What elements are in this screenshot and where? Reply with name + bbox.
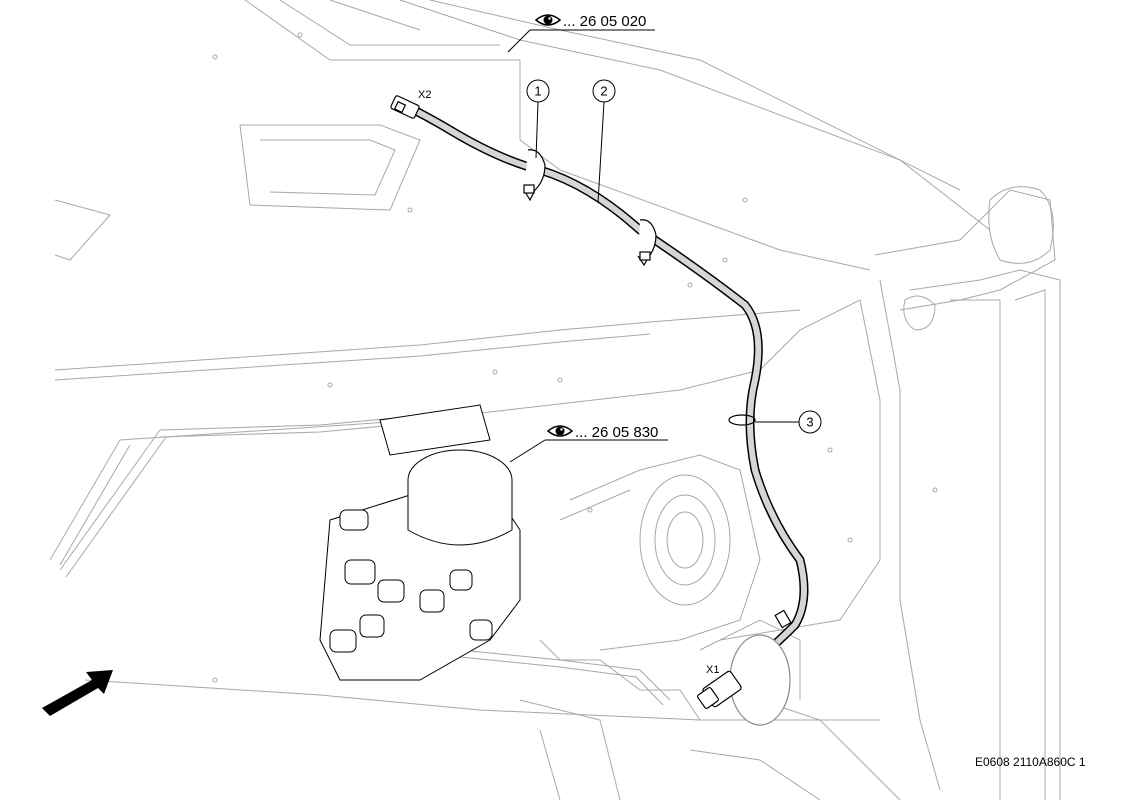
clamp-2 — [637, 219, 657, 267]
reference-middle: ... 26 05 830 — [509, 424, 668, 463]
connector-x2 — [390, 95, 420, 119]
callout-2-number: 2 — [600, 84, 607, 99]
cable-tie-lower — [774, 609, 792, 629]
callout-3-number: 3 — [806, 415, 813, 430]
callout-1-number: 1 — [534, 84, 541, 99]
callout-2: 2 — [592, 79, 616, 204]
cable-harness — [405, 103, 809, 695]
direction-arrow — [42, 670, 113, 716]
eye-icon — [546, 425, 574, 437]
reference-top: ... 26 05 020 — [507, 13, 655, 53]
reference-middle-text: ... 26 05 830 — [575, 424, 658, 441]
clamp-1 — [523, 149, 546, 202]
connector-x1-label: X1 — [706, 664, 719, 676]
reference-top-text: ... 26 05 020 — [563, 13, 646, 30]
eye-icon — [534, 14, 562, 26]
connector-x2-label: X2 — [418, 89, 431, 101]
hydraulic-valve-block — [319, 404, 521, 681]
connector-x1 — [697, 634, 791, 726]
machine-frame-outline — [49, 0, 1061, 801]
cable-tie — [728, 414, 756, 426]
callout-1: 1 — [526, 79, 550, 159]
callout-3: 3 — [755, 410, 822, 434]
drawing-id: E0608 2110A860C 1 — [975, 755, 1086, 769]
